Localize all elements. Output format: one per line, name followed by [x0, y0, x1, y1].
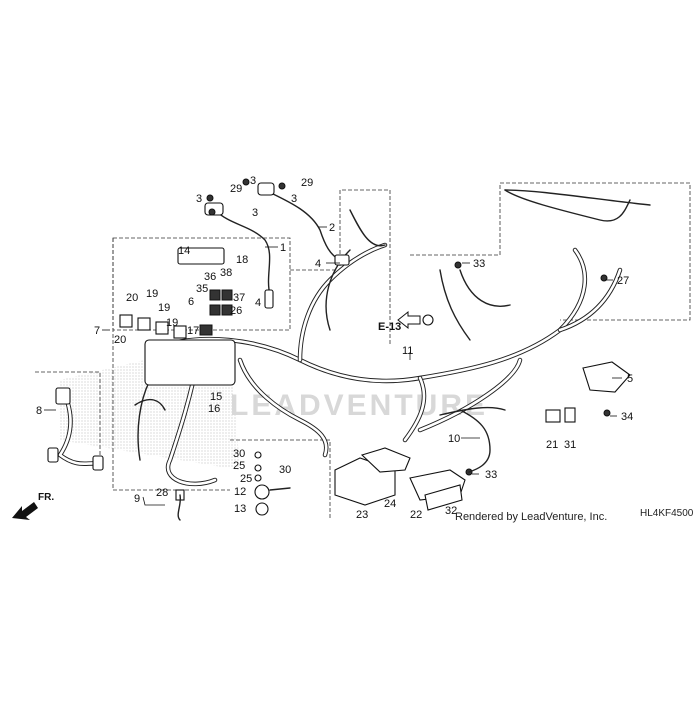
- callout-35: 35: [196, 283, 208, 295]
- callout-27: 27: [617, 275, 629, 287]
- main-harness: [137, 189, 651, 487]
- leader-lines: [44, 226, 622, 506]
- callout-5: 5: [627, 373, 633, 385]
- callout-26: 26: [230, 305, 242, 317]
- callout-36: 36: [204, 271, 216, 283]
- callout-33b: 33: [485, 469, 497, 481]
- callout-8: 8: [36, 405, 42, 417]
- callout-29a: 29: [230, 183, 242, 195]
- ref-code: E-13: [378, 321, 401, 333]
- callout-29b: 29: [301, 177, 313, 189]
- callout-4b: 4: [315, 258, 321, 270]
- reference-arrow: E-13: [378, 310, 434, 333]
- callout-19a: 19: [146, 288, 158, 300]
- callout-18: 18: [236, 254, 248, 266]
- callout-19b: 19: [158, 302, 170, 314]
- callout-10: 10: [448, 433, 460, 445]
- callout-3a: 3: [196, 193, 202, 205]
- callout-21: 21: [546, 439, 558, 451]
- direction-label: FR.: [38, 492, 54, 503]
- callout-25a: 25: [233, 460, 245, 472]
- callout-19c: 19: [166, 317, 178, 329]
- callout-4a: 4: [255, 297, 261, 309]
- callout-30b: 30: [279, 464, 291, 476]
- callout-30a: 30: [233, 448, 245, 460]
- callout-37: 37: [233, 292, 245, 304]
- relay-block: [119, 247, 236, 386]
- callout-3b: 3: [250, 175, 256, 187]
- callout-31: 31: [564, 439, 576, 451]
- control-modules: [175, 361, 631, 521]
- callout-3c: 3: [291, 193, 297, 205]
- callout-32: 32: [445, 505, 457, 517]
- callout-23: 23: [356, 509, 368, 521]
- callout-17: 17: [187, 325, 199, 337]
- callout-9: 9: [134, 493, 140, 505]
- callout-25b: 25: [240, 473, 252, 485]
- fasteners: [206, 178, 611, 476]
- callout-14: 14: [178, 245, 190, 257]
- callout-15: 15: [210, 391, 222, 403]
- callout-38: 38: [220, 267, 232, 279]
- assembly-frames: [35, 182, 691, 520]
- callout-7: 7: [94, 325, 100, 337]
- callout-3d: 3: [252, 207, 258, 219]
- callout-16: 16: [208, 403, 220, 415]
- callout-13: 13: [234, 503, 246, 515]
- callout-1: 1: [280, 242, 286, 254]
- sub-harness-8: [47, 387, 166, 471]
- callout-12: 12: [234, 486, 246, 498]
- callout-34: 34: [621, 411, 633, 423]
- callout-24: 24: [384, 498, 396, 510]
- callout-20a: 20: [126, 292, 138, 304]
- callout-22: 22: [410, 509, 422, 521]
- callout-20b: 20: [114, 334, 126, 346]
- callout-28: 28: [156, 487, 168, 499]
- callout-33a: 33: [473, 258, 485, 270]
- drawing-code: HL4KF4500: [640, 508, 694, 519]
- callout-6: 6: [188, 296, 194, 308]
- front-direction: FR.: [12, 492, 54, 520]
- callout-2: 2: [329, 222, 335, 234]
- credit-text: Rendered by LeadVenture, Inc.: [455, 511, 608, 523]
- callout-numbers: 1 2 3 3 3 3 4 4 5 6 7 8 9 10 11 12 13 14…: [36, 175, 633, 521]
- callout-11: 11: [402, 345, 413, 357]
